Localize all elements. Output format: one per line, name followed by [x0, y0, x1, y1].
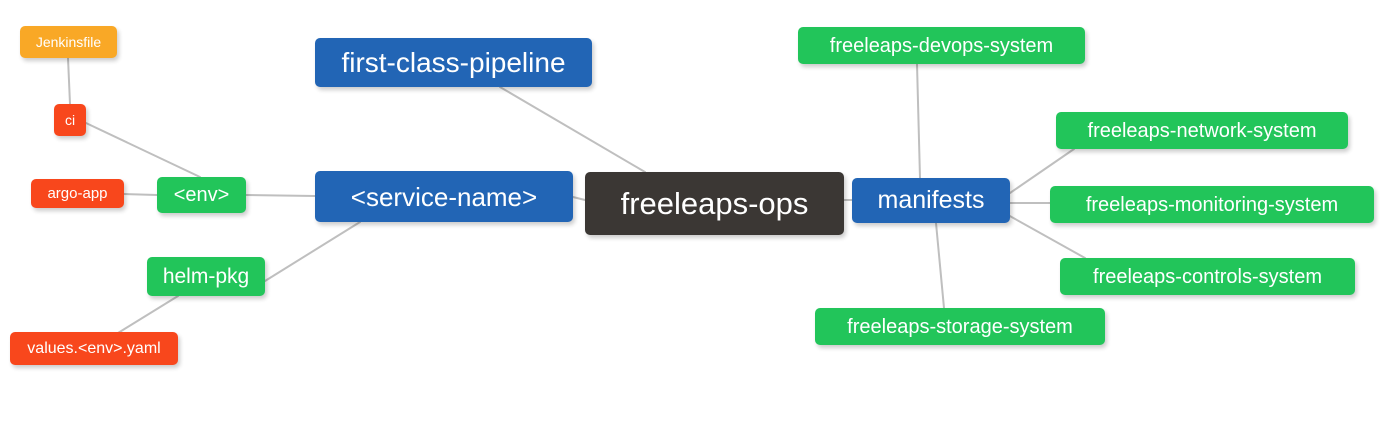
mindmap-node-label: manifests: [877, 186, 985, 214]
mindmap-node-freeleaps-devops-system[interactable]: freeleaps-devops-system: [798, 27, 1085, 64]
edge-first-class-pipeline-to-freeleaps-ops: [499, 86, 646, 173]
mindmap-node-label: <service-name>: [350, 181, 538, 212]
mindmap-node-values-yaml[interactable]: values.<env>.yaml: [10, 332, 178, 365]
mindmap-node-ci[interactable]: ci: [54, 104, 86, 136]
mindmap-node-jenkinsfile[interactable]: Jenkinsfile: [20, 26, 117, 58]
mindmap-node-manifests[interactable]: manifests: [852, 178, 1010, 223]
edge-jenkinsfile-to-ci: [67, 57, 71, 105]
mindmap-node-freeleaps-controls-system[interactable]: freeleaps-controls-system: [1060, 258, 1355, 295]
edge-argo-app-to-env: [123, 193, 158, 196]
mindmap-node-label: freeleaps-network-system: [1087, 119, 1317, 142]
mindmap-node-helm-pkg[interactable]: helm-pkg: [147, 257, 265, 296]
mindmap-node-label: freeleaps-controls-system: [1093, 265, 1322, 288]
edge-manifests-to-freeleaps-storage-system: [935, 222, 945, 309]
edge-env-to-service-name: [245, 194, 316, 197]
mindmap-node-freeleaps-storage-system[interactable]: freeleaps-storage-system: [815, 308, 1105, 345]
mindmap-node-label: freeleaps-monitoring-system: [1085, 193, 1339, 216]
mindmap-node-env[interactable]: <env>: [157, 177, 246, 213]
edge-manifests-to-freeleaps-devops-system: [916, 63, 921, 179]
edge-service-name-to-helm-pkg: [264, 221, 361, 282]
mindmap-node-label: freeleaps-ops: [620, 186, 809, 221]
mindmap-node-label: freeleaps-storage-system: [847, 315, 1073, 338]
edge-service-name-to-freeleaps-ops: [572, 196, 586, 201]
mindmap-node-first-class-pipeline[interactable]: first-class-pipeline: [315, 38, 592, 87]
mindmap-node-label: helm-pkg: [162, 265, 250, 288]
edge-helm-pkg-to-values-yaml: [117, 295, 179, 334]
edge-ci-to-env: [85, 122, 201, 178]
mindmap-node-label: ci: [64, 112, 76, 128]
mindmap-node-freeleaps-network-system[interactable]: freeleaps-network-system: [1056, 112, 1348, 149]
mindmap-node-freeleaps-monitoring-system[interactable]: freeleaps-monitoring-system: [1050, 186, 1374, 223]
mindmap-node-freeleaps-ops[interactable]: freeleaps-ops: [585, 172, 844, 235]
mindmap-node-label: Jenkinsfile: [35, 34, 102, 50]
mindmap-node-label: <env>: [173, 184, 230, 206]
mindmap-node-label: first-class-pipeline: [341, 46, 566, 78]
mindmap-node-label: argo-app: [47, 185, 108, 202]
mindmap-node-service-name[interactable]: <service-name>: [315, 171, 573, 222]
mindmap-node-label: values.<env>.yaml: [27, 339, 161, 357]
mindmap-node-label: freeleaps-devops-system: [829, 34, 1054, 57]
mindmap-node-argo-app[interactable]: argo-app: [31, 179, 124, 208]
